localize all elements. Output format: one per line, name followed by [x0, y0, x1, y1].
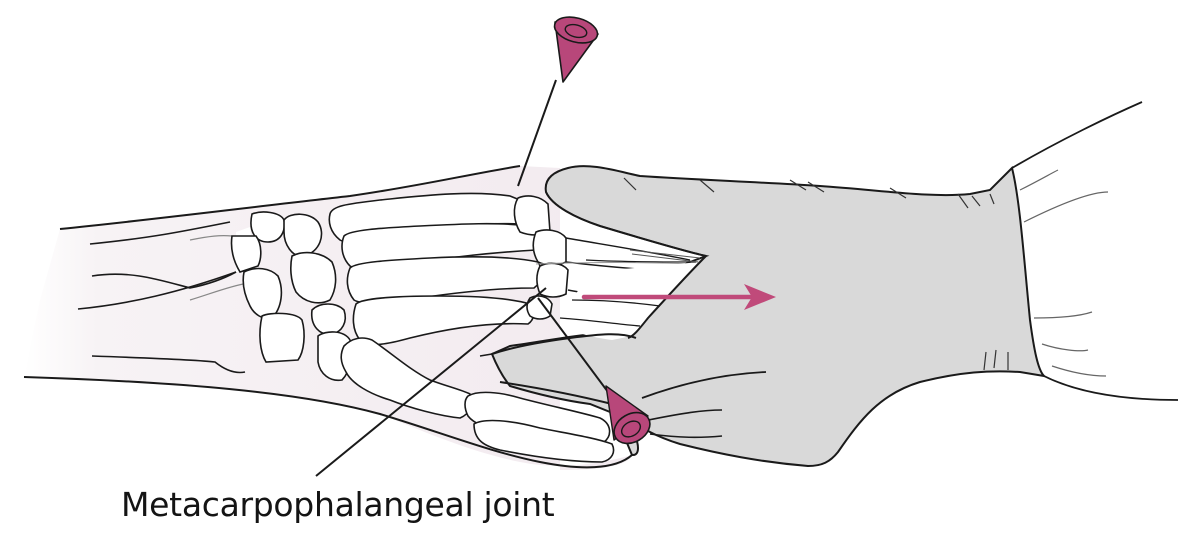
metacarpophalangeal-joint-label: Metacarpophalangeal joint — [121, 485, 555, 524]
carpal-trapezium — [230, 235, 262, 273]
phalanx-2 — [532, 229, 567, 266]
lateral-needle-icon — [537, 297, 651, 445]
thumb-gap — [572, 262, 700, 340]
carpal-capitate — [290, 251, 337, 304]
traction-arrow-icon — [581, 284, 776, 310]
examiner-sleeve — [1011, 101, 1179, 401]
carpal-triquetrum — [259, 312, 305, 363]
gloved-hand — [479, 165, 1047, 468]
dorsal-needle-icon — [517, 16, 599, 187]
carpal-scaphoid — [250, 211, 286, 243]
phalanx-1 — [513, 195, 551, 236]
hand-bones — [230, 192, 615, 463]
phalanx-4 — [526, 295, 553, 320]
metacarpal-3 — [346, 256, 543, 304]
label-leader-line — [315, 287, 547, 477]
phalanx-5-distal — [473, 419, 615, 463]
carpal-lunate — [283, 213, 323, 257]
carpal-pisiform — [310, 303, 347, 335]
